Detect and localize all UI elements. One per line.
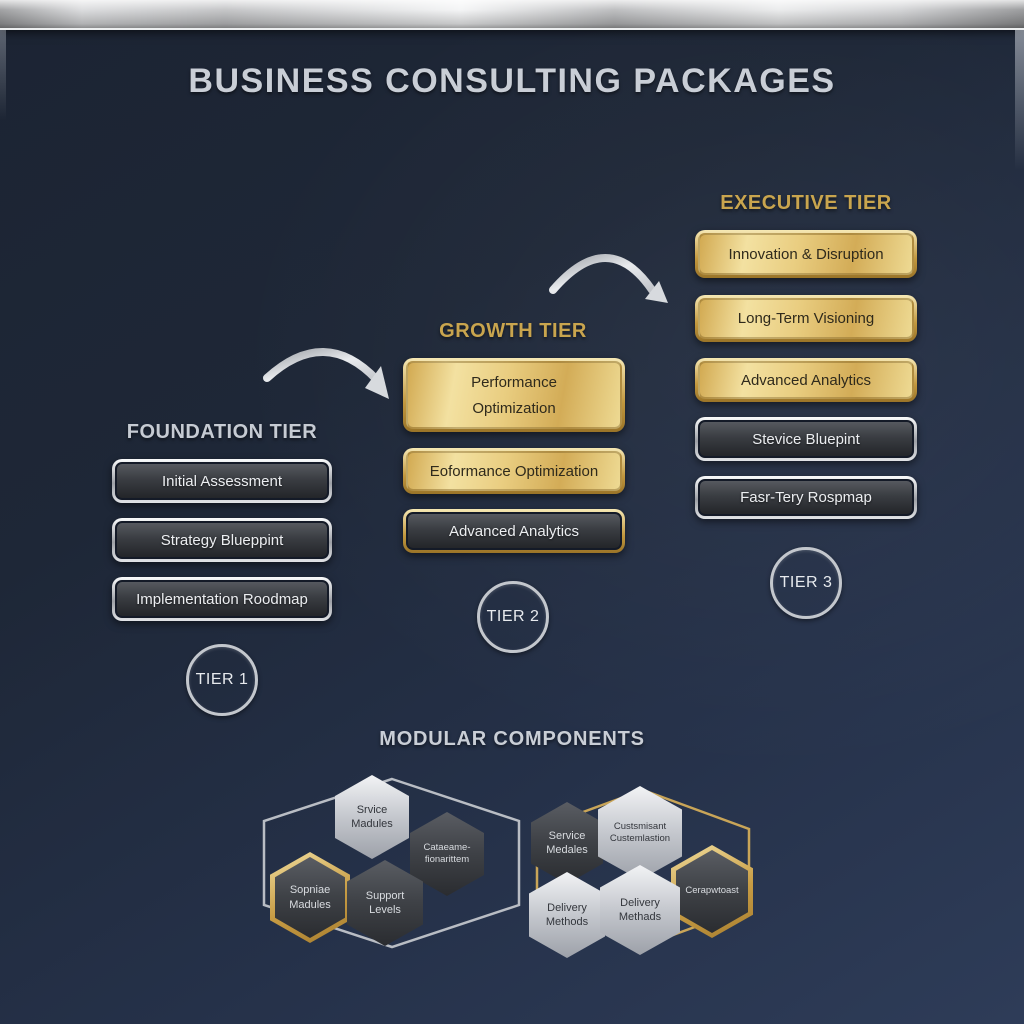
hex-label: Service [548,829,586,842]
hex-component-gold: Cerapwtoast [676,850,748,933]
executive-item-fast-track-roadmap: Fasr-Tery Rospmap [695,476,917,519]
hex-label: Srvice [356,803,388,816]
pill-label: Implementation Roodmap [136,590,308,608]
pill-label: Advanced Analytics [740,371,872,389]
tier-3-badge-label: TIER 3 [779,574,833,591]
pill-label: Advanced Analytics [448,522,580,540]
metallic-top-bar [0,0,1024,30]
hex-label: Cerapwtoast [685,885,739,897]
executive-item-advanced-analytics: Advanced Analytics [695,358,917,402]
hex-delivery-methods-center: Delivery Methads [600,865,680,955]
hex-service-modules-gold-frame: Sopniae Madules [270,852,350,943]
arrow-foundation-to-growth [263,348,381,384]
left-edge-sheen [0,30,6,120]
right-edge-sheen [1015,30,1024,170]
hex-label: Delivery [620,896,660,909]
pill-label: Strategy Blueppint [160,531,284,549]
hex-label: Sopniae [289,884,331,897]
arrowhead-foundation-to-growth-icon [365,366,389,399]
foundation-tier-header: FOUNDATION TIER [126,421,318,443]
arrow-growth-to-executive [549,254,656,294]
hex-label: Custemlastion [609,833,671,844]
tier-2-badge-label: TIER 2 [486,608,540,625]
pill-label-line1: Performance [471,373,557,391]
page-title: BUSINESS CONSULTING PACKAGES [188,62,836,100]
hex-customization-light: Custsmisant Custemlastion [598,786,682,880]
hex-label: Madules [351,818,393,830]
pill-label: Eoformance Optimization [429,462,599,480]
pill-label: Innovation & Disruption [728,245,884,263]
hex-label: Support [365,889,405,902]
tier-3-badge: TIER 3 [770,547,842,619]
executive-item-long-term-visioning: Long-Term Visioning [695,295,917,342]
hex-delivery-methods-left: Delivery Methods [529,872,605,958]
hex-service-modules-gold: Sopniae Madules [275,857,345,938]
hex-label: Cataeame- [423,841,471,853]
hex-label: Medales [546,844,588,856]
tier-1-badge-label: TIER 1 [195,671,249,688]
growth-item-advanced-analytics: Advanced Analytics [403,509,625,553]
executive-item-innovation-disruption: Innovation & Disruption [695,230,917,278]
hex-service-modules-dark: Service Medales [531,802,603,884]
pill-label: Fasr-Tery Rospmap [740,489,872,506]
hex-label: fionarittem [424,854,470,865]
hex-service-modules-light: Srvice Madules [335,775,409,859]
growth-tier-header: GROWTH TIER [439,320,587,342]
hex-component-gold-frame: Cerapwtoast [671,845,753,938]
hex-label: Levels [369,904,401,916]
tier-1-badge: TIER 1 [186,644,258,716]
growth-item-performance-optimization: Performance Optimization [403,358,625,432]
hex-label: Methads [618,911,662,923]
foundation-item-implementation-roadmap: Implementation Roodmap [112,577,332,621]
growth-item-eoformance-optimization: Eoformance Optimization [403,448,625,494]
pill-label: Initial Assessment [161,472,283,490]
arrowhead-growth-to-executive-icon [645,281,668,303]
pill-label-line2: Optimization [472,399,556,417]
pill-label: Stevice Bluepint [752,430,860,448]
executive-tier-header: EXECUTIVE TIER [720,192,892,214]
foundation-item-strategy-blueprint: Strategy Blueppint [112,518,332,562]
modular-components-title: MODULAR COMPONENTS [379,728,645,750]
executive-item-service-blueprint: Stevice Bluepint [695,417,917,461]
hex-label: Delivery [547,901,587,914]
hex-label: Methods [545,916,589,928]
hex-label: Custsmisant [613,820,667,832]
hex-label: Madules [289,898,331,911]
pill-label: Long-Term Visioning [737,310,875,327]
tier-2-badge: TIER 2 [477,581,549,653]
foundation-item-initial-assessment: Initial Assessment [112,459,332,503]
